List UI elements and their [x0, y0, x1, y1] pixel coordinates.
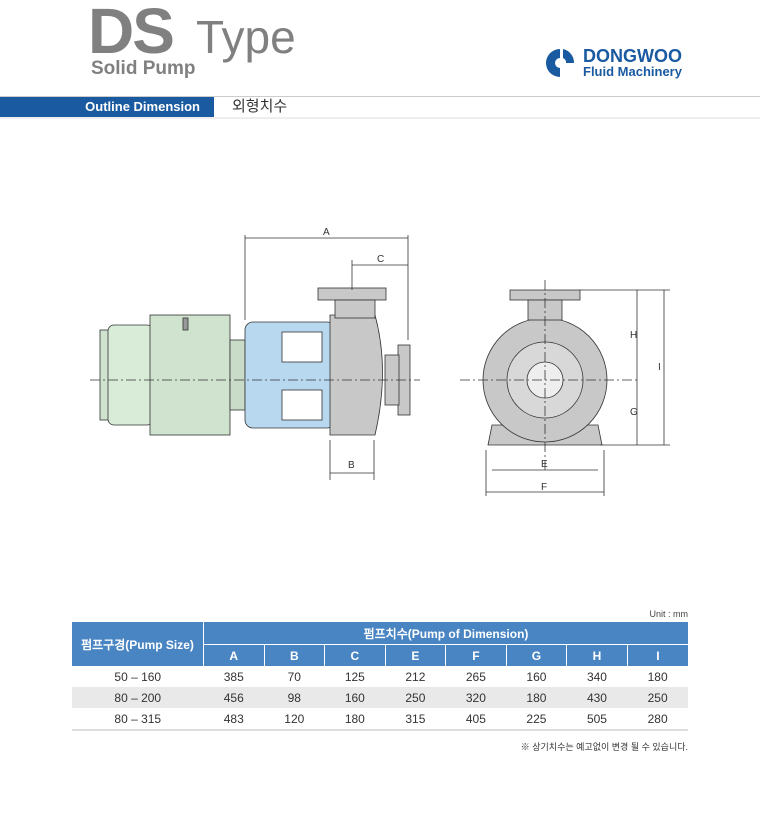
column-header: H	[566, 644, 628, 666]
dimension-cell: 250	[385, 687, 446, 708]
dimension-cell: 180	[506, 687, 567, 708]
dimension-cell: 120	[264, 708, 325, 731]
dimension-cell: 250	[627, 687, 688, 708]
pump-drawing: A C B E F G H I	[90, 227, 670, 496]
dimension-cell: 280	[627, 708, 688, 731]
pump-size-cell: 80 – 315	[72, 708, 204, 731]
pump-size-cell: 50 – 160	[114, 669, 162, 684]
motor-frame	[149, 314, 231, 436]
unit-label: Unit : mm	[649, 609, 688, 619]
dimension-cell: 180	[324, 708, 386, 731]
dimension-cell: 430	[566, 687, 628, 708]
dimension-cell: 315	[385, 708, 446, 731]
pump-size-cell: 80 – 200	[72, 687, 204, 708]
dimension-cell: 320	[445, 687, 507, 708]
column-header: E	[384, 644, 446, 666]
column-header: A	[203, 644, 265, 666]
section-label-ko: 외형치수	[232, 98, 288, 115]
dimension-header: 펌프치수(Pump of Dimension)	[203, 622, 688, 645]
table-row: 50 – 160 385 70 125 212 265 160 340 180	[72, 666, 688, 687]
motor-body	[107, 324, 154, 426]
section-label-en: Outline Dimension	[0, 97, 214, 117]
logo-name: DONGWOO	[583, 46, 682, 66]
title-ds: DS	[88, 0, 175, 67]
dongwoo-logo-icon	[546, 49, 575, 77]
dimension-cell: 160	[526, 669, 547, 684]
column-header: F	[445, 644, 507, 666]
title-type: Type	[196, 11, 296, 63]
dim-label-f: F	[541, 482, 547, 493]
dim-label-h: H	[630, 330, 637, 341]
dimension-cell: 340	[586, 669, 607, 684]
dim-label-b: B	[348, 460, 355, 471]
dimension-cell: 265	[465, 669, 486, 684]
dimension-cell: 505	[566, 708, 628, 731]
dimension-cell: 160	[324, 687, 386, 708]
divider	[0, 96, 760, 97]
size-header: 펌프구경(Pump Size)	[72, 622, 204, 666]
dim-label-c: C	[377, 254, 384, 265]
dimension-cell: 98	[264, 687, 325, 708]
column-header: B	[263, 644, 325, 666]
dimension-cell: 125	[344, 669, 365, 684]
dim-label-e: E	[541, 459, 548, 470]
dim-label-a: A	[323, 227, 330, 238]
divider	[0, 117, 760, 119]
dim-label-i: I	[658, 362, 661, 373]
dimension-table: 펌프구경(Pump Size) 펌프치수(Pump of Dimension) …	[72, 622, 688, 731]
dimension-cell: 483	[203, 708, 265, 731]
dimension-cell: 212	[405, 669, 426, 684]
column-header: G	[505, 644, 567, 666]
logo-subtitle: Fluid Machinery	[583, 64, 682, 79]
dimension-cell: 405	[445, 708, 507, 731]
dim-label-g: G	[630, 407, 638, 418]
dimension-cell: 385	[223, 669, 244, 684]
footnote: ※ 상기치수는 예고없이 변경 될 수 있습니다.	[520, 742, 688, 752]
dimension-cell: 456	[203, 687, 265, 708]
casing	[329, 314, 383, 436]
column-header: I	[626, 644, 688, 666]
column-header: C	[324, 644, 386, 666]
dimension-cell: 70	[287, 669, 301, 684]
dimension-cell: 180	[647, 669, 668, 684]
subtitle: Solid Pump	[91, 58, 196, 79]
dimension-cell: 225	[506, 708, 567, 731]
